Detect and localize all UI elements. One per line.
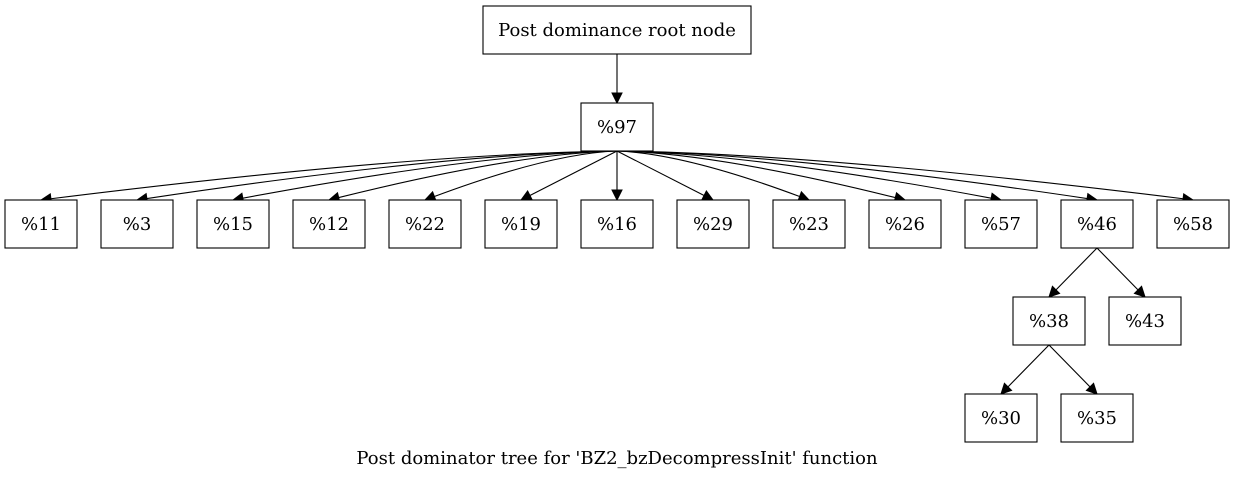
node-box xyxy=(964,199,1038,249)
node-n26: %26 xyxy=(868,199,942,249)
nodes-layer: Post dominance root node %97 %11 %3 %15 %12 %2… xyxy=(4,5,1230,443)
node-label: %26 xyxy=(885,214,925,235)
node-box xyxy=(580,102,654,152)
node-n16: %16 xyxy=(580,199,654,249)
node-label: %57 xyxy=(981,214,1021,235)
node-n35: %35 xyxy=(1060,393,1134,443)
node-label: %43 xyxy=(1125,311,1165,332)
node-label: %46 xyxy=(1077,214,1117,235)
node-n19: %19 xyxy=(484,199,558,249)
node-box xyxy=(292,199,366,249)
node-root: Post dominance root node xyxy=(482,5,752,55)
node-label: %30 xyxy=(981,408,1021,429)
diagram-caption: Post dominator tree for 'BZ2_bzDecompres… xyxy=(356,448,878,469)
node-n12: %12 xyxy=(292,199,366,249)
node-box xyxy=(580,199,654,249)
node-label: %97 xyxy=(597,117,637,138)
node-box xyxy=(4,199,78,249)
node-box xyxy=(1156,199,1230,249)
node-box xyxy=(1060,393,1134,443)
edge-n97-to-n12 xyxy=(338,150,618,199)
edge-n97-to-n29 xyxy=(616,150,705,196)
node-n46: %46 xyxy=(1060,199,1134,249)
node-label: %29 xyxy=(693,214,733,235)
node-label: %23 xyxy=(789,214,829,235)
node-label: %15 xyxy=(213,214,253,235)
edge-arrowhead xyxy=(611,92,623,105)
node-box xyxy=(482,5,752,55)
edge-n38-to-n30 xyxy=(1007,344,1050,388)
node-box xyxy=(196,199,270,249)
edge-n97-to-n3 xyxy=(146,150,618,200)
node-label: %12 xyxy=(309,214,349,235)
edge-n38-to-n35 xyxy=(1048,344,1091,388)
edge-n46-to-n38 xyxy=(1055,247,1098,291)
edge-arrowhead xyxy=(611,189,623,202)
node-label: %58 xyxy=(1173,214,1213,235)
node-label: %22 xyxy=(405,214,445,235)
node-box xyxy=(1108,296,1182,346)
node-label: %38 xyxy=(1029,311,1069,332)
node-box xyxy=(388,199,462,249)
edge-n97-to-n22 xyxy=(434,150,618,198)
node-box xyxy=(1060,199,1134,249)
node-box xyxy=(100,199,174,249)
node-box xyxy=(1012,296,1086,346)
edge-n97-to-n15 xyxy=(242,150,618,199)
node-n30: %30 xyxy=(964,393,1038,443)
node-box xyxy=(964,393,1038,443)
node-n43: %43 xyxy=(1108,296,1182,346)
node-label: %3 xyxy=(123,214,152,235)
node-n57: %57 xyxy=(964,199,1038,249)
node-box xyxy=(676,199,750,249)
edge-arrowhead xyxy=(1000,382,1013,395)
edge-n97-to-n19 xyxy=(529,150,618,196)
node-n23: %23 xyxy=(772,199,846,249)
node-n22: %22 xyxy=(388,199,462,249)
node-label: %19 xyxy=(501,214,541,235)
node-n3: %3 xyxy=(100,199,174,249)
edge-arrowhead xyxy=(1133,285,1146,298)
node-label: %11 xyxy=(21,214,61,235)
node-label: %35 xyxy=(1077,408,1117,429)
node-n58: %58 xyxy=(1156,199,1230,249)
node-n11: %11 xyxy=(4,199,78,249)
edge-n46-to-n43 xyxy=(1096,247,1139,291)
node-n29: %29 xyxy=(676,199,750,249)
node-n97: %97 xyxy=(580,102,654,152)
edge-arrowhead xyxy=(1085,382,1098,395)
edge-n97-to-n58 xyxy=(616,150,1184,200)
node-box xyxy=(868,199,942,249)
node-n15: %15 xyxy=(196,199,270,249)
node-label: Post dominance root node xyxy=(498,20,736,41)
node-box xyxy=(772,199,846,249)
node-label: %16 xyxy=(597,214,637,235)
node-n38: %38 xyxy=(1012,296,1086,346)
edge-arrowhead xyxy=(1048,285,1061,298)
node-box xyxy=(484,199,558,249)
